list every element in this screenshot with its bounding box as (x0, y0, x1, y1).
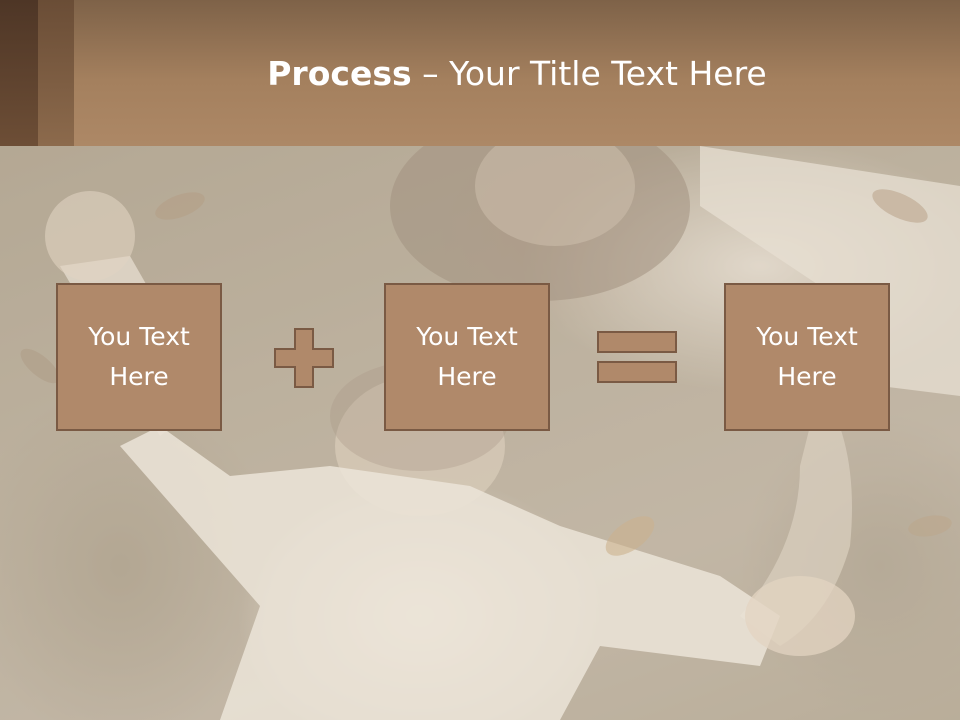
process-step-3-label: You Text Here (756, 322, 858, 391)
process-step-2[interactable]: You Text Here (384, 283, 550, 431)
header-accent-mid (38, 0, 74, 146)
equals-icon (597, 331, 677, 383)
process-step-1[interactable]: You Text Here (56, 283, 222, 431)
plus-icon (274, 328, 334, 388)
process-step-2-label: You Text Here (416, 322, 518, 391)
process-step-1-label: You Text Here (88, 322, 190, 391)
process-step-3[interactable]: You Text Here (724, 283, 890, 431)
title-bar: Process – Your Title Text Here (0, 0, 960, 146)
background-photo (0, 146, 960, 720)
title-bold: Process (267, 54, 412, 93)
title-rest: – Your Title Text Here (411, 54, 767, 93)
photo-overlay (0, 146, 960, 720)
slide-title[interactable]: Process – Your Title Text Here (74, 52, 960, 96)
header-accent-dark (0, 0, 38, 146)
